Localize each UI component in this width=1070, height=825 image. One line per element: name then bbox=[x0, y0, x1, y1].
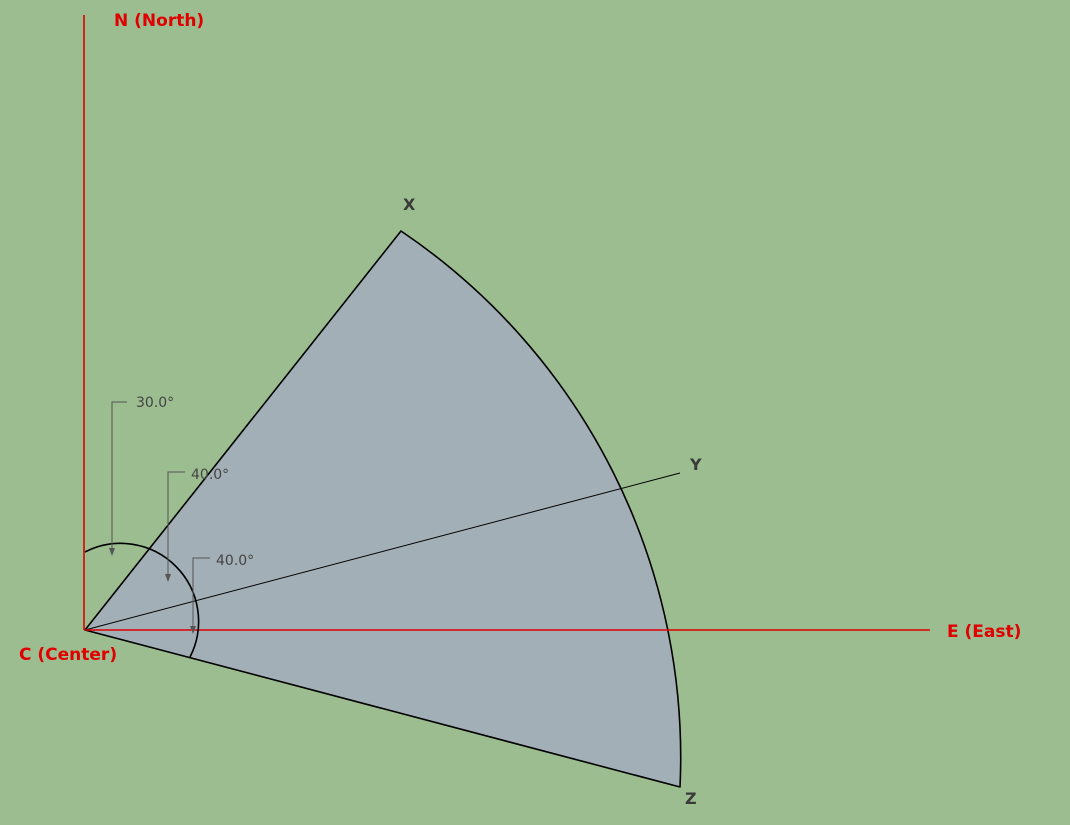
arrow-head-40-a bbox=[165, 574, 171, 582]
east-axis-label: E (East) bbox=[947, 622, 1021, 642]
angle-label-x-to-y: 40.0° bbox=[191, 467, 229, 483]
dimension-leader-30 bbox=[111, 401, 127, 552]
center-label: C (Center) bbox=[19, 645, 117, 665]
arrow-head-30 bbox=[109, 548, 115, 556]
angle-label-north-to-x: 30.0° bbox=[136, 395, 174, 411]
center-to-y-line bbox=[84, 472, 681, 631]
arrow-head-40-b bbox=[190, 626, 196, 634]
dimension-leader-40-a bbox=[167, 471, 185, 578]
sector-region bbox=[84, 230, 682, 788]
point-z-label: Z bbox=[685, 789, 697, 808]
angle-label-y-to-z: 40.0° bbox=[216, 553, 254, 569]
point-x-label: X bbox=[403, 195, 416, 214]
north-axis-label: N (North) bbox=[114, 11, 204, 31]
point-y-label: Y bbox=[689, 455, 702, 474]
dimension-leader-40-b bbox=[192, 557, 210, 630]
